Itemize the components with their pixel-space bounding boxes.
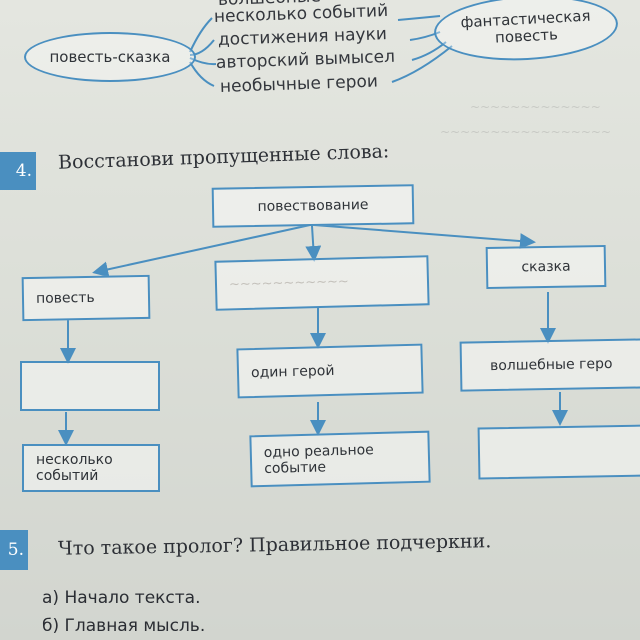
- box-label: повествование: [257, 197, 369, 215]
- box-odno-realnoe-sobytie: одно реальное событие: [249, 430, 431, 488]
- box-label-line2: событие: [264, 459, 327, 477]
- box-volshebnye-geroi: волшебные геро: [459, 338, 640, 392]
- oval-povest-skazka: повесть-сказка: [24, 32, 196, 82]
- box-label: волшебные геро: [489, 355, 613, 375]
- box-col2-blank[interactable]: ~~~~~~~~~~~: [214, 255, 430, 311]
- box-odin-geroy: один герой: [236, 343, 424, 399]
- task5-number: 5.: [7, 540, 24, 560]
- answer-option-a[interactable]: а) Начало текста.: [42, 588, 201, 608]
- bleed-through-text: ~~~~~~~~~~~~~~~~~: [440, 125, 611, 139]
- box-label-line2: событий: [36, 468, 99, 484]
- erased-pencil-mark: ~~~~~~~~~~~: [228, 274, 350, 293]
- bleed-through-text: ~~~~~~~~~~~~~: [470, 100, 601, 114]
- box-col3-blank[interactable]: [477, 424, 640, 480]
- box-povestvovanie: повествование: [211, 184, 415, 228]
- box-label: один герой: [250, 362, 335, 382]
- box-label-line1: несколько: [36, 452, 113, 468]
- task4-title: Восстанови пропущенные слова:: [57, 140, 390, 174]
- oval-label: повесть-сказка: [49, 47, 171, 66]
- scheme-arrows: [58, 224, 568, 446]
- task5-title: Что такое пролог? Правильное подчеркни.: [57, 530, 492, 560]
- task5-number-badge: 5.: [0, 530, 28, 570]
- task4-number-badge: 4.: [0, 152, 36, 190]
- box-label: повесть: [35, 289, 95, 307]
- task4-number: 4.: [15, 161, 32, 181]
- box-label: сказка: [521, 258, 571, 276]
- box-neskolko-sobytiy: несколько событий: [22, 444, 160, 492]
- box-povest: повесть: [21, 274, 151, 322]
- box-col1-blank[interactable]: [20, 361, 160, 411]
- answer-option-b[interactable]: б) Главная мысль.: [42, 616, 206, 636]
- box-skazka: сказка: [485, 244, 607, 290]
- box-label-line1: одно реальное: [263, 442, 375, 461]
